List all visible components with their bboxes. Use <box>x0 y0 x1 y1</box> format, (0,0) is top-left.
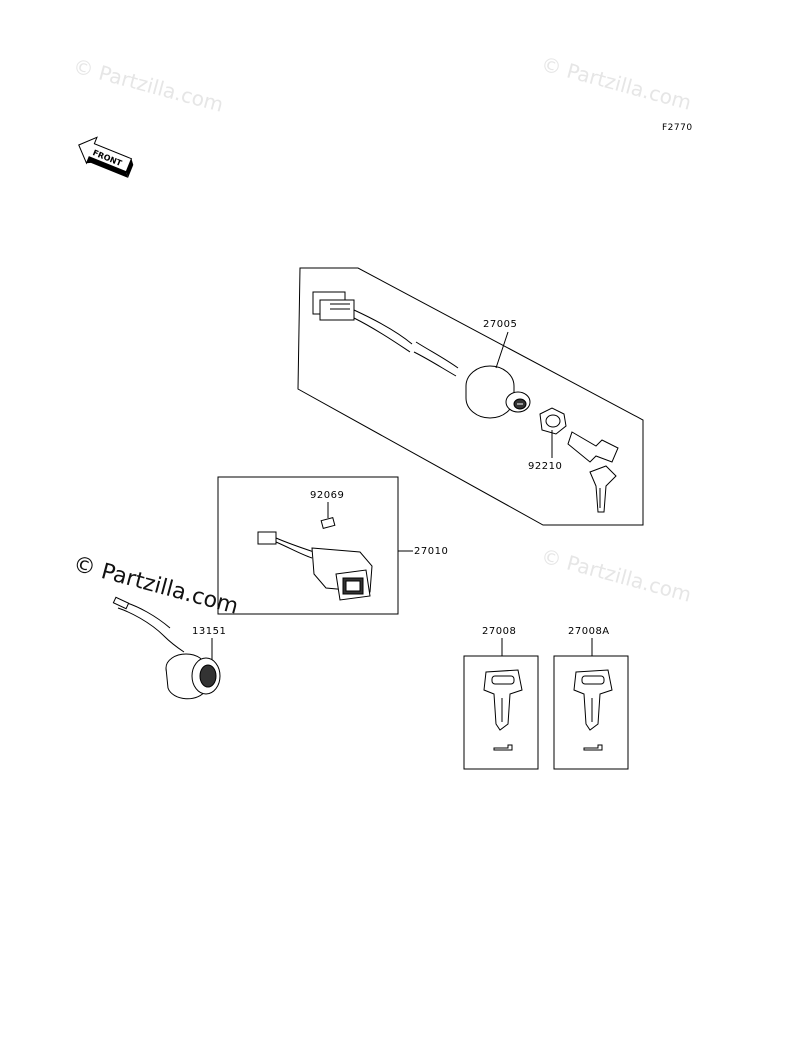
callout-13151: 13151 <box>192 626 226 637</box>
watermark-dark: © Partzilla.com <box>70 552 240 620</box>
bulb <box>320 516 336 530</box>
nut <box>539 407 567 435</box>
callout-27008: 27008 <box>482 626 516 637</box>
switch-group-frame <box>217 476 399 615</box>
key-27008A-frame <box>553 655 629 770</box>
leader-27005 <box>495 331 509 369</box>
callout-92069: 92069 <box>310 490 344 501</box>
front-arrow-icon: FRONT <box>78 136 134 178</box>
ignition-switch-group-frame <box>297 267 644 526</box>
callout-27005: 27005 <box>483 319 517 330</box>
key-27008-frame <box>463 655 539 770</box>
watermark-mid-right: © Partzilla.com <box>539 544 694 607</box>
ignition-keys <box>567 431 619 513</box>
callout-27008A: 27008A <box>568 626 610 637</box>
key-27008A <box>573 669 613 751</box>
callout-27010: 27010 <box>414 546 448 557</box>
socket <box>112 596 221 700</box>
callout-92210: 92210 <box>528 461 562 472</box>
watermark-top-right: © Partzilla.com <box>539 52 694 115</box>
ignition-switch <box>312 291 531 419</box>
rocker-switch <box>257 531 373 601</box>
key-27008 <box>483 669 523 751</box>
watermark-top-left: © Partzilla.com <box>71 54 226 117</box>
watermarks-light: © Partzilla.com © Partzilla.com © Partzi… <box>71 52 694 607</box>
diagram-code: F2770 <box>662 123 693 133</box>
